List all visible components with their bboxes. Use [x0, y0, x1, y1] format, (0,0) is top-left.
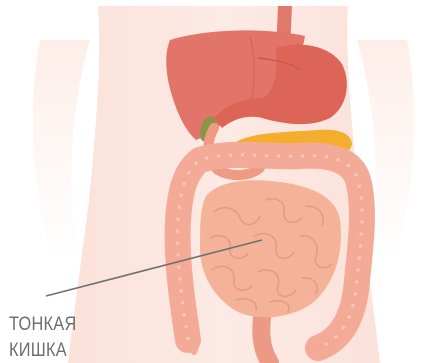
small-intestine-label: ТОНКАЯ КИШКА — [9, 312, 104, 363]
label-line-1: ТОНКАЯ — [9, 312, 104, 338]
label-line-2: КИШКА — [9, 338, 104, 363]
left-arm-shape — [33, 40, 90, 260]
